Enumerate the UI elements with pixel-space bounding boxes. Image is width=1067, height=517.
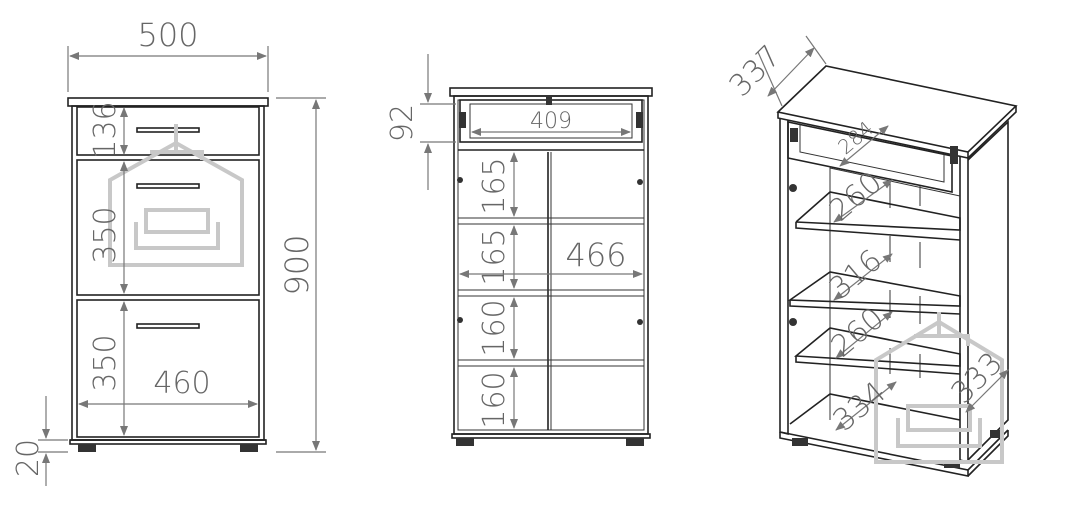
dim-front-inner-width: 460: [153, 366, 210, 401]
drawer-front-2: [76, 159, 260, 296]
dim-drawer-1: 136: [88, 101, 123, 158]
iso-top: [776, 65, 1018, 153]
handle-1: [136, 127, 200, 133]
dim-drawer-depth-height: 92: [385, 104, 420, 142]
iso-drawer: [787, 121, 953, 193]
handle-3: [136, 323, 200, 329]
shelf-3: [457, 359, 645, 367]
handle-2: [136, 183, 200, 189]
dim-drawer-3: 350: [88, 334, 123, 391]
watermark-house-icon: [108, 124, 244, 267]
dim-iso-shelf-1: 260: [823, 165, 889, 229]
iso-shelf-1: [795, 191, 961, 231]
drawer-front-1: [76, 106, 260, 156]
drawer-front-3: [76, 299, 260, 438]
dim-front-width: 500: [137, 16, 198, 54]
dim-shelf-2: 165: [477, 228, 512, 285]
dim-iso-drawer-depth: 284: [833, 116, 878, 159]
dim-front-height: 900: [278, 234, 316, 295]
shelf-1: [457, 217, 645, 225]
dim-shelf-3: 160: [477, 299, 512, 356]
foot-left: [78, 444, 96, 452]
open-view: 92 409 165 165 160 160 466: [385, 54, 653, 446]
iso-view: 337 284 260 316 260 334 333: [723, 35, 1018, 477]
shelf-2: [457, 289, 645, 297]
dim-open-inner-width: 466: [565, 236, 626, 274]
dim-iso-depth: 337: [723, 39, 788, 104]
foot-right: [240, 444, 258, 452]
front-view: 500 900 136 350 350 460 20: [11, 16, 326, 486]
plinth: [69, 439, 267, 445]
dim-drawer-width: 409: [530, 109, 572, 134]
dim-drawer-2: 350: [88, 206, 123, 263]
dim-shelf-1: 165: [477, 157, 512, 214]
open-top-plate: [449, 87, 653, 97]
dim-iso-shelf-2: 316: [823, 243, 889, 307]
dim-foot-height: 20: [11, 439, 46, 477]
iso-shelf-2: [787, 271, 961, 307]
iso-shelf-3: [793, 327, 961, 367]
dim-shelf-4: 160: [477, 371, 512, 428]
